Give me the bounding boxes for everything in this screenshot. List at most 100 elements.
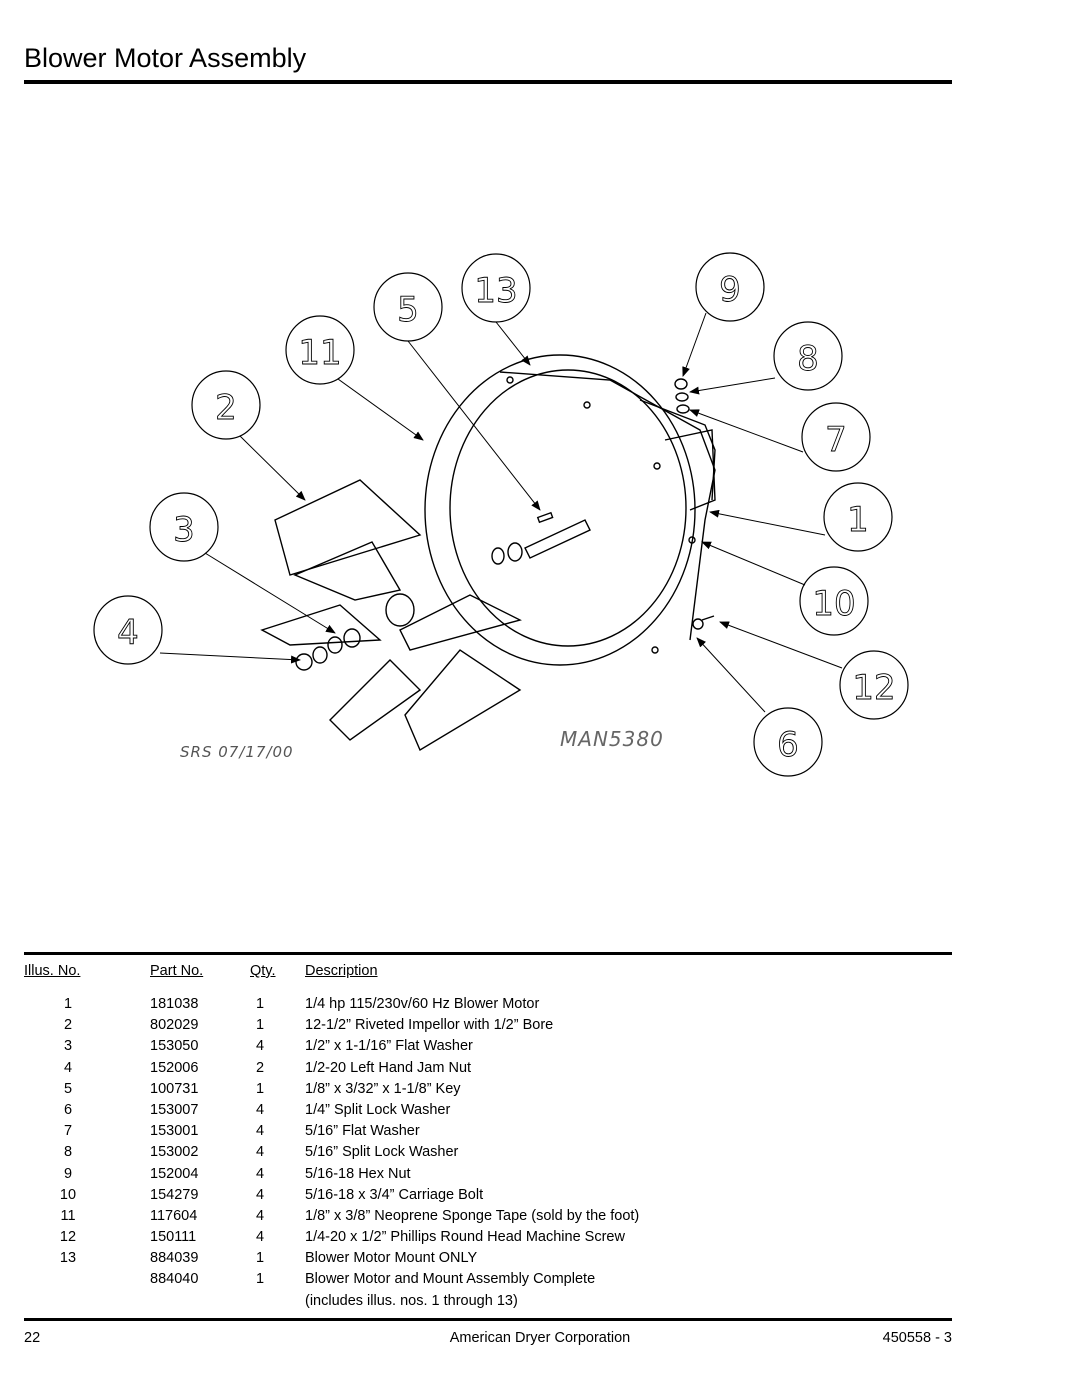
header-part-no: Part No.: [150, 963, 204, 979]
svg-text:3: 3: [173, 510, 195, 550]
cell-illus-no: 10: [59, 1186, 77, 1203]
parts-row: 3 153050 4 1/2” x 1-1/16” Flat Washer: [24, 1036, 952, 1057]
cell-description: 5/16-18 Hex Nut: [305, 1165, 411, 1182]
cell-part-no: 802029: [150, 1017, 199, 1034]
cell-part-no: 884040: [150, 1271, 199, 1288]
callout-5: 5: [373, 272, 443, 342]
company-name: American Dryer Corporation: [449, 1330, 631, 1346]
callout-13: 13: [461, 253, 531, 323]
cell-illus-no: 5: [63, 1080, 73, 1097]
cell-illus-no: 2: [63, 1017, 73, 1034]
svg-text:5: 5: [397, 290, 419, 330]
callout-2: 2: [191, 370, 261, 440]
callout-8: 8: [773, 321, 843, 391]
cell-qty: 4: [255, 1229, 265, 1246]
cell-description: 1/8” x 3/32” x 1-1/8” Key: [305, 1080, 461, 1097]
callout-3: 3: [149, 492, 219, 562]
drawing-number: MAN5380: [560, 727, 664, 751]
cell-description: (includes illus. nos. 1 through 13): [305, 1292, 518, 1309]
parts-row: (includes illus. nos. 1 through 13): [24, 1291, 952, 1312]
cell-qty: 4: [255, 1038, 265, 1055]
cell-qty: 1: [255, 1271, 265, 1288]
svg-text:4: 4: [117, 613, 139, 653]
svg-text:12: 12: [852, 668, 895, 708]
header-illus-no: Illus. No.: [24, 963, 81, 979]
svg-text:10: 10: [812, 584, 855, 624]
svg-text:7: 7: [825, 420, 847, 460]
cell-qty: 1: [255, 1250, 265, 1267]
cell-part-no: 884039: [150, 1250, 199, 1267]
cell-part-no: 150111: [150, 1229, 197, 1246]
cell-part-no: 154279: [150, 1186, 199, 1203]
shaft-and-key: [491, 511, 591, 565]
parts-list-rows: 1 181038 1 1/4 hp 115/230v/60 Hz Blower Mot…: [24, 994, 952, 1312]
cell-part-no: 181038: [150, 996, 199, 1012]
cell-part-no: 153002: [150, 1144, 199, 1161]
callout-9: 9: [695, 252, 765, 322]
callout-1: 1: [823, 482, 893, 552]
svg-text:13: 13: [474, 271, 517, 311]
cell-illus-no: 11: [60, 1207, 76, 1224]
cell-qty: 4: [255, 1186, 265, 1203]
cell-part-no: 153050: [150, 1038, 199, 1055]
page-number: 22: [24, 1330, 41, 1346]
svg-text:8: 8: [797, 339, 819, 379]
cell-part-no: 152006: [150, 1059, 199, 1076]
cell-illus-no: 4: [63, 1059, 73, 1076]
callout-11: 11: [285, 315, 355, 385]
cell-part-no: 153007: [150, 1101, 199, 1118]
cell-description: 1/4-20 x 1/2” Phillips Round Head Machin…: [305, 1229, 625, 1246]
cell-description: 12-1/2” Riveted Impellor with 1/2” Bore: [305, 1017, 554, 1034]
cell-illus-no: 3: [63, 1038, 73, 1055]
cell-qty: 4: [255, 1123, 265, 1140]
parts-list-header: Illus. No. Part No. Qty. Description: [24, 960, 952, 982]
parts-row: 884040 1 Blower Motor and Mount Assembly C…: [24, 1269, 952, 1290]
parts-row: 8 153002 4 5/16” Split Lock Washer: [24, 1142, 952, 1163]
cell-illus-no: 1: [63, 996, 73, 1012]
cell-description: 5/16” Flat Washer: [305, 1123, 420, 1140]
cell-description: 5/16” Split Lock Washer: [305, 1144, 459, 1161]
cell-part-no: 117604: [150, 1207, 198, 1224]
cell-qty: 1: [255, 1080, 265, 1097]
svg-text:1: 1: [847, 500, 869, 540]
cell-description: 1/4 hp 115/230v/60 Hz Blower Motor: [305, 996, 540, 1012]
blower-motor-exploded-diagram: 13 5 11 2 3 4 9 8 7 1 10 12 6: [93, 252, 909, 777]
cell-illus-no: 9: [63, 1165, 73, 1182]
cell-part-no: 152004: [150, 1165, 199, 1182]
cell-description: 5/16-18 x 3/4” Carriage Bolt: [305, 1186, 484, 1203]
cell-qty: 1: [255, 996, 265, 1012]
cell-illus-no: 13: [59, 1250, 77, 1267]
cell-illus-no: 8: [63, 1144, 73, 1161]
page-title: Blower Motor Assembly: [24, 43, 307, 73]
document-number: 450558 - 3: [882, 1330, 952, 1346]
callout-6: 6: [753, 707, 823, 777]
svg-text:2: 2: [215, 388, 237, 428]
cell-qty: 4: [255, 1144, 265, 1161]
washers-and-nuts: [295, 378, 715, 671]
footer-rule: [24, 1318, 952, 1321]
header-description: Description: [305, 963, 378, 979]
parts-row: 1 181038 1 1/4 hp 115/230v/60 Hz Blower Mot…: [24, 994, 952, 1015]
cell-description: Blower Motor and Mount Assembly Complete: [305, 1271, 596, 1288]
cell-part-no: 100731: [150, 1080, 199, 1097]
parts-row: 2 802029 1 12-1/2” Riveted Impellor with 1/…: [24, 1015, 952, 1036]
cell-qty: 4: [255, 1101, 265, 1118]
cell-description: 1/2” x 1-1/16” Flat Washer: [305, 1038, 473, 1055]
motor-mount-housing: [424, 354, 716, 666]
title-rule: [24, 80, 952, 84]
svg-text:9: 9: [719, 270, 741, 310]
table-top-rule: [24, 952, 952, 955]
cell-illus-no: 7: [63, 1123, 73, 1140]
cell-qty: 4: [255, 1207, 265, 1224]
cell-qty: 1: [255, 1017, 265, 1034]
cell-description: 1/4” Split Lock Washer: [305, 1101, 451, 1118]
drawing-author-stamp: SRS 07/17/00: [180, 743, 294, 761]
callout-12: 12: [839, 650, 909, 720]
